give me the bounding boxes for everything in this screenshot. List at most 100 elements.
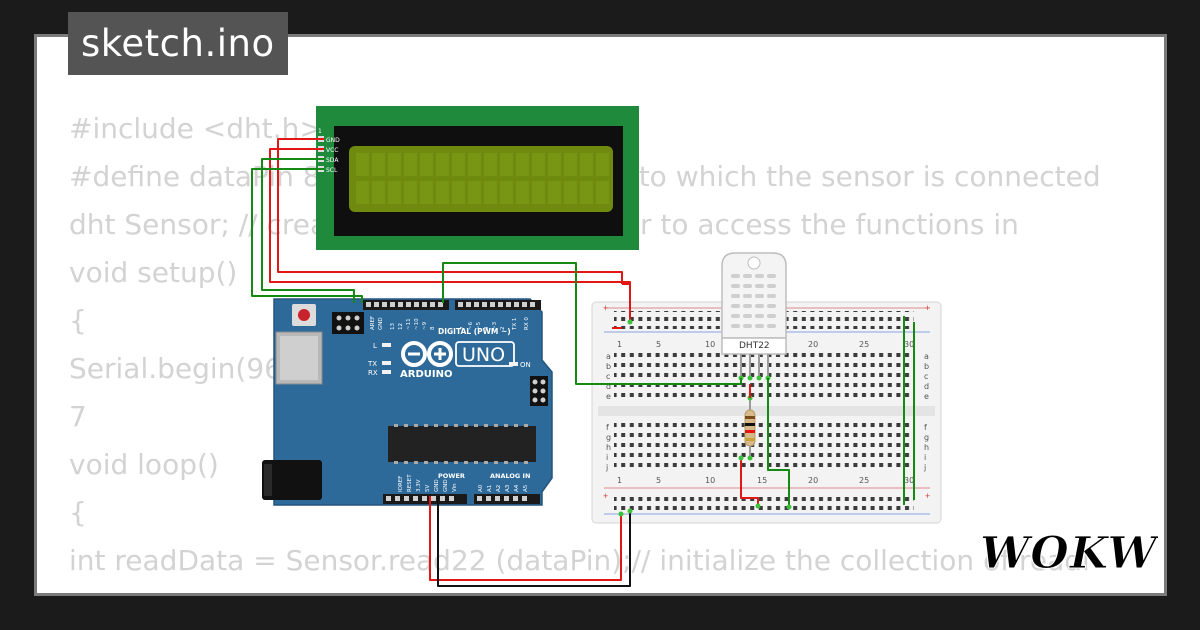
pin-label: GND [378, 317, 384, 330]
code-background: #include <dht.h> #define dataPin 8 // de… [69, 105, 1132, 593]
row-label: a [924, 352, 929, 361]
wokwi-logo: WOKWi [980, 528, 1159, 580]
led-on-label: ON [520, 361, 531, 369]
row-label: b [606, 362, 611, 371]
code-line: { [69, 496, 87, 529]
row-label: e [606, 392, 611, 401]
arduino-logo-text: ARDUINO [400, 369, 452, 380]
analog-label: ANALOG IN [490, 472, 530, 480]
pin-label: ~6 [468, 321, 474, 330]
lcd-pin-vcc: VCC [326, 147, 338, 154]
sensor-label: DHT22 [739, 341, 770, 351]
code-line: { [69, 304, 87, 337]
row-label: d [924, 382, 929, 391]
row-label: i [924, 453, 926, 462]
col-label: 15 [757, 476, 767, 485]
row-label: h [924, 443, 929, 452]
pin-label: RX 0 [524, 317, 530, 330]
lcd-pin-sda: SDA [326, 157, 339, 164]
col-label: 10 [705, 340, 715, 349]
rail-plus: + [925, 491, 930, 501]
pin-label: Vin [452, 483, 458, 492]
wires [251, 138, 915, 587]
row-label: d [606, 382, 611, 391]
pin-label: 7 [460, 326, 466, 330]
led-rx-label: RX [368, 369, 378, 377]
resistor[interactable] [744, 395, 756, 461]
col-label: 25 [859, 476, 869, 485]
pin-label: ~11 [406, 318, 412, 330]
pin-label: 4 [484, 326, 490, 330]
power-label: POWER [438, 472, 465, 480]
code-line: float t = Sensor.temperature; // Gets th… [69, 585, 1132, 593]
pin-label: A4 [514, 484, 520, 492]
file-tab[interactable]: sketch.ino [68, 12, 288, 75]
row-label: g [606, 433, 611, 442]
pin-label: IOREF [398, 476, 404, 492]
col-label: 5 [656, 340, 661, 349]
col-label: 5 [656, 476, 661, 485]
pin-label: GND [443, 479, 449, 492]
pin-label: 5V [425, 485, 431, 492]
digital-label: DIGITAL (PWM ~) [438, 327, 511, 336]
code-line: 7 [69, 400, 87, 433]
pin-label: TX 1 [512, 318, 518, 331]
pin-label: 13 [390, 323, 396, 330]
arduino-logo-icon [401, 341, 453, 367]
pin-label: ~9 [422, 321, 428, 330]
pin-label: A2 [496, 485, 502, 492]
pin-label: ~5 [476, 321, 482, 330]
row-label: g [924, 433, 929, 442]
breadboard: + + + + 1 5 10 15 20 25 30 1 5 10 15 20 … [591, 301, 942, 524]
pin-label: ~3 [492, 321, 498, 330]
rail-plus: + [603, 303, 608, 313]
col-label: 1 [617, 340, 622, 349]
led-l-label: L [373, 342, 377, 350]
pin-label: A5 [523, 484, 529, 492]
pin-label: 3.3V [416, 479, 422, 492]
pin-label: 2 [500, 327, 506, 331]
col-label: 20 [808, 476, 818, 485]
pin-label: RESET [407, 474, 413, 492]
row-label: b [924, 362, 929, 371]
arduino-uno[interactable]: UNO ARDUINO DIGITAL (PWM ~) AREF GND 13 … [262, 298, 553, 506]
pin-label: 12 [398, 323, 404, 330]
col-label: 25 [859, 340, 869, 349]
pin-label: 8 [430, 326, 436, 330]
lcd-display[interactable]: 1 GND VCC SDA SCL [316, 106, 639, 250]
col-label: 10 [705, 476, 715, 485]
pin-label: ~10 [414, 318, 420, 330]
pin-label: A3 [505, 484, 511, 492]
row-label: j [605, 463, 608, 472]
col-label: 1 [617, 476, 622, 485]
dht22-sensor[interactable]: DHT22 [721, 252, 787, 381]
rail-plus: + [925, 303, 930, 313]
pin-label: AREF [370, 316, 376, 330]
row-label: i [606, 453, 608, 462]
row-label: c [606, 372, 610, 381]
pin-label: A1 [487, 485, 493, 492]
led-tx-label: TX [367, 360, 377, 368]
col-label: 30 [904, 476, 914, 485]
row-label: e [924, 392, 929, 401]
col-label: 30 [904, 340, 914, 349]
pin-label: GND [434, 479, 440, 492]
code-line: void setup() [69, 256, 238, 289]
arduino-model: UNO [462, 344, 505, 366]
lcd-pin-gnd: GND [326, 137, 340, 144]
lcd-pin-scl: SCL [326, 167, 338, 174]
row-label: c [924, 372, 928, 381]
row-label: f [606, 423, 609, 432]
brand-name: WOKWi [980, 528, 1158, 579]
rail-plus: + [603, 491, 608, 501]
row-label: a [606, 352, 611, 361]
lcd-pin-number: 1 [318, 128, 322, 135]
row-label: f [924, 423, 927, 432]
code-line: int readData = Sensor.read22 (dataPin);/… [69, 544, 1090, 577]
row-label: j [923, 463, 926, 472]
col-label: 20 [808, 340, 818, 349]
pin-label: A0 [478, 484, 484, 492]
code-line: void loop() [69, 448, 219, 481]
row-label: h [606, 443, 611, 452]
